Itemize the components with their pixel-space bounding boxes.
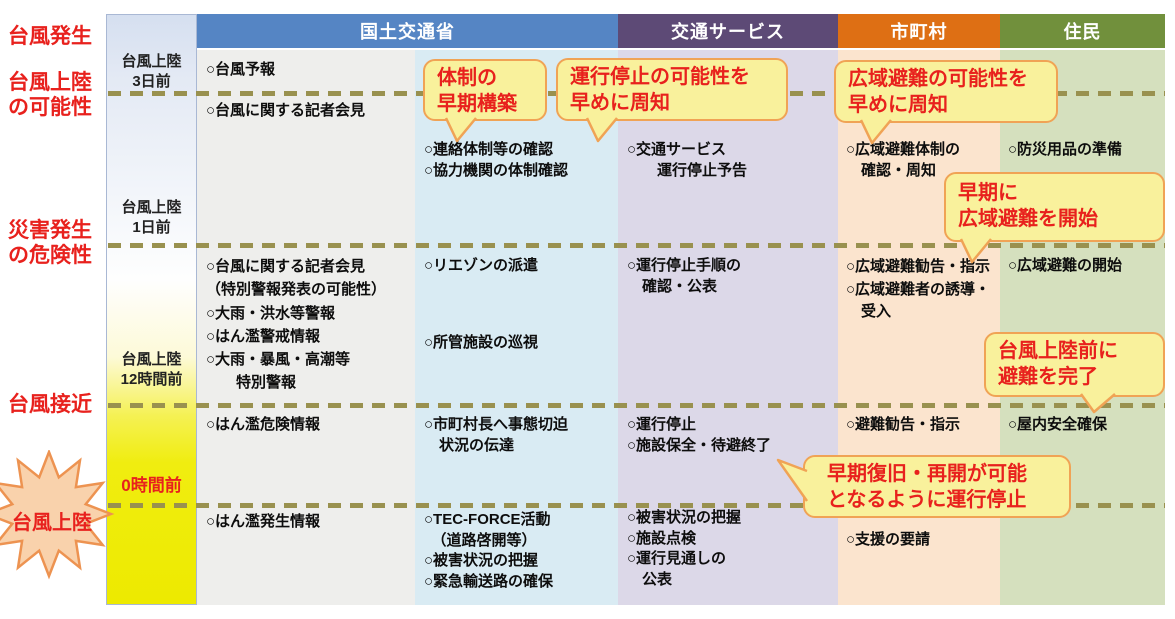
callout-stop-for-early-recovery: 早期復旧・再開が可能 となるように運行停止 bbox=[803, 455, 1071, 518]
phase-label-landfall-possibility: 台風上陸 の可能性 bbox=[8, 71, 92, 120]
cell-flood-occurrence-info: ○はん濫発生情報 bbox=[206, 513, 321, 530]
cell-facility-patrol: ○所管施設の巡視 bbox=[424, 334, 539, 351]
cell-disaster-supplies: ○防災用品の準備 bbox=[1008, 141, 1123, 158]
column-transport-service bbox=[618, 50, 838, 605]
phase-label-typhoon-genesis: 台風発生 bbox=[8, 25, 92, 48]
cell-wide-evacuation-system: ○広域避難体制の 確認・周知 bbox=[846, 141, 961, 179]
timeline-label-0hours-before: 0時間前 bbox=[121, 476, 182, 495]
callout-tail bbox=[959, 238, 992, 264]
header-residents: 住民 bbox=[1000, 14, 1165, 48]
timeline-divider-1day bbox=[108, 243, 1165, 248]
phase-label-landfall: 台風上陸 bbox=[12, 512, 92, 534]
phase-label-disaster-risk: 災害発生 の危険性 bbox=[8, 219, 92, 268]
cell-mayor-urgency-notice: ○市町村長へ事態切迫 状況の伝達 bbox=[424, 416, 569, 454]
cell-wide-evacuation-start: ○広域避難の開始 bbox=[1008, 257, 1123, 274]
cell-press-conference: ○台風に関する記者会見 bbox=[206, 102, 366, 119]
timeline-column bbox=[106, 14, 197, 605]
column-residents bbox=[1000, 50, 1165, 605]
cell-support-request: ○支援の要請 bbox=[846, 531, 931, 548]
header-transport-service: 交通サービス bbox=[618, 14, 838, 48]
timeline-divider-12hours bbox=[108, 403, 1165, 408]
cell-damage-assessment: ○被害状況の把握 ○施設点検 ○運行見通しの 公表 bbox=[627, 509, 742, 589]
callout-tail bbox=[585, 117, 618, 143]
header-municipality: 市町村 bbox=[838, 14, 1000, 48]
cell-indoor-safety: ○屋内安全確保 bbox=[1008, 416, 1108, 433]
landfall-starburst: 台風上陸 bbox=[0, 448, 116, 580]
cell-typhoon-forecast: ○台風予報 bbox=[206, 61, 276, 78]
callout-early-system-setup: 体制の 早期構築 bbox=[423, 59, 547, 121]
callout-start-early-evacuation: 早期に 広域避難を開始 bbox=[944, 172, 1165, 242]
callout-tail bbox=[444, 117, 477, 143]
timeline-divider-0hours bbox=[108, 503, 1165, 508]
header-mlit: 国土交通省 bbox=[197, 14, 618, 48]
callout-complete-evacuation-before-landfall: 台風上陸前に 避難を完了 bbox=[984, 332, 1165, 397]
timeline-label-1day-before: 台風上陸 1日前 bbox=[121, 199, 182, 236]
cell-liaison-dispatch: ○リエゾンの派遣 bbox=[424, 257, 539, 274]
cell-wide-evacuation-order: ○広域避難勧告・指示 ○広域避難者の誘導・ 受入 bbox=[846, 258, 991, 320]
column-mlit-actions bbox=[415, 50, 618, 605]
callout-tail bbox=[1079, 393, 1116, 414]
cell-tec-force: ○TEC-FORCE活動 （道路啓開等） ○被害状況の把握 ○緊急輸送路の確保 bbox=[424, 511, 554, 591]
callout-announce-service-stop: 運行停止の可能性を 早めに周知 bbox=[556, 58, 788, 121]
cell-service-stop: ○運行停止 ○施設保全・待避終了 bbox=[627, 416, 772, 454]
cell-contact-system-check: ○連絡体制等の確認 ○協力機関の体制確認 bbox=[424, 141, 569, 179]
phase-label-typhoon-approach: 台風接近 bbox=[8, 393, 92, 416]
callout-tail bbox=[859, 119, 892, 145]
column-mlit-information bbox=[197, 50, 415, 605]
cell-warnings-block: ○台風に関する記者会見 （特別警報発表の可能性） ○大雨・洪水等警報 ○はん濫警… bbox=[206, 258, 387, 392]
cell-flood-danger-info: ○はん濫危険情報 bbox=[206, 416, 321, 433]
cell-evacuation-order: ○避難勧告・指示 bbox=[846, 416, 961, 433]
timeline-label-12hours-before: 台風上陸 12時間前 bbox=[120, 351, 183, 388]
cell-stop-procedure: ○運行停止手順の 確認・公表 bbox=[627, 257, 742, 295]
starburst-icon bbox=[0, 448, 115, 580]
callout-announce-wide-evacuation: 広域避難の可能性を 早めに周知 bbox=[834, 60, 1058, 123]
callout-tail bbox=[776, 458, 809, 502]
cell-service-stop-forecast: ○交通サービス 運行停止予告 bbox=[627, 141, 748, 179]
timeline-label-3days-before: 台風上陸 3日前 bbox=[121, 53, 182, 90]
